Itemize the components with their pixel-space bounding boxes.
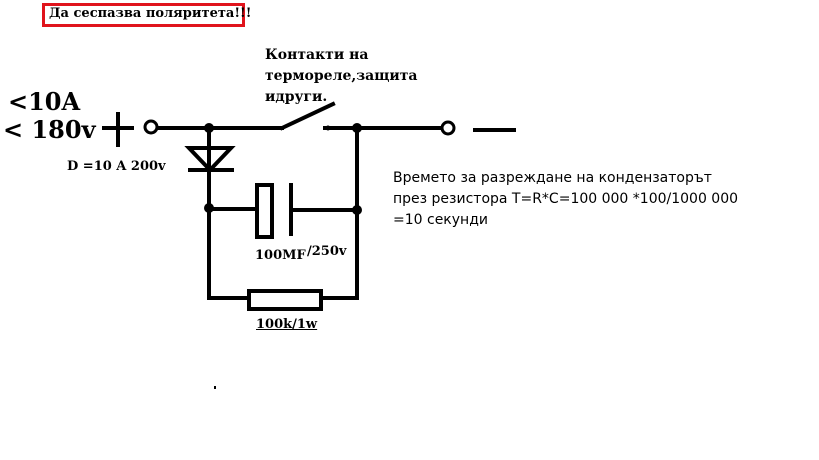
input-current-label: <10A xyxy=(8,87,81,116)
discharge-note-line: =10 секунди xyxy=(393,212,488,228)
switch-contact-dot xyxy=(325,125,331,131)
junction-dot xyxy=(352,205,362,215)
contacts-label-line: термореле,защита xyxy=(265,68,418,84)
discharge-note-line: през резистора T=R*C=100 000 *100/1000 0… xyxy=(393,191,739,207)
diode-label: D =10 A 200v xyxy=(67,159,166,174)
input-voltage-label: < 180v xyxy=(3,115,96,144)
discharge-note-line: Времето за разреждане на кондензаторът xyxy=(393,170,712,186)
contacts-label-line: Контакти на xyxy=(265,47,369,63)
contacts-label: Контакти на термореле,защита идруги. xyxy=(265,45,418,108)
capacitor-voltage-label: /250v xyxy=(307,244,347,259)
junction-dot xyxy=(352,123,362,133)
input-terminal xyxy=(143,119,159,135)
capacitor-symbol xyxy=(255,183,274,239)
resistor-symbol xyxy=(247,289,323,311)
stray-mark xyxy=(214,386,216,389)
junction-dot xyxy=(204,203,214,213)
capacitor-value-label: 100MF xyxy=(255,248,306,263)
output-terminal xyxy=(440,120,456,136)
polarity-warning-title: Да сеспазва поляритета!!! xyxy=(49,6,252,21)
contacts-label-line: идруги. xyxy=(265,89,328,105)
title-box xyxy=(42,3,245,27)
diode-symbol xyxy=(184,146,236,173)
junction-dot xyxy=(204,123,214,133)
switch-blade xyxy=(279,101,336,131)
discharge-time-note: Времето за разреждане на кондензаторът п… xyxy=(393,168,738,231)
resistor-value-label: 100k/1w xyxy=(256,317,318,332)
